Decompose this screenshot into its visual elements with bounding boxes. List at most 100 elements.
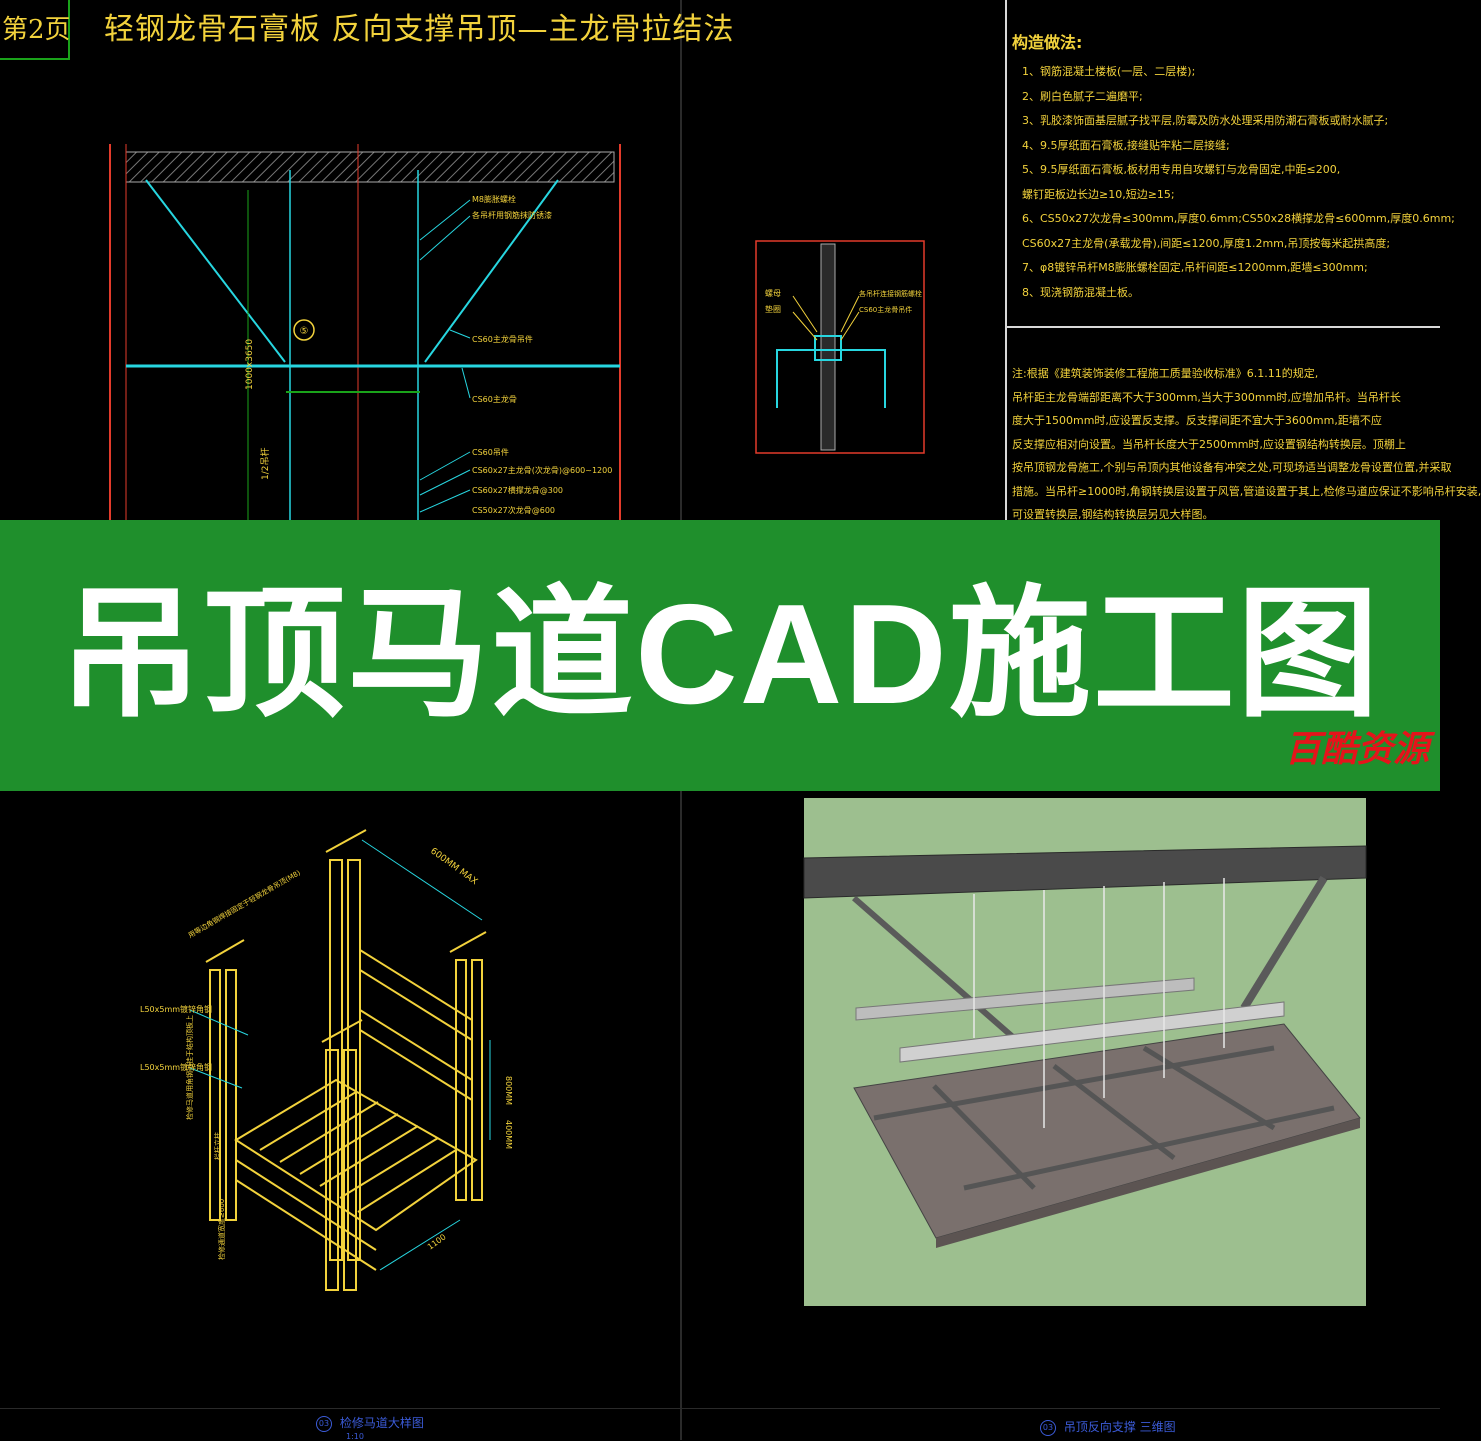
post-back-left bbox=[329, 859, 343, 1261]
section-dim-1: 1000x3650 bbox=[245, 339, 255, 390]
caption-number: 03 bbox=[1040, 1419, 1056, 1436]
caption-scale: 1:10 bbox=[346, 1431, 364, 1441]
code-note-item: 吊杆距主龙骨端部距离不大于300mm,当大于300mm时,应增加吊杆。当吊杆长 bbox=[1012, 390, 1401, 404]
page-tag: 第2页 bbox=[0, 0, 71, 60]
ceiling-board-edge bbox=[936, 1118, 1360, 1248]
walkway-dim-3: 400MM bbox=[504, 1120, 513, 1149]
post-front-right bbox=[325, 1049, 339, 1291]
post-front-right-2 bbox=[343, 1049, 357, 1291]
construction-notes: 构造做法: 1、钢筋混凝土楼板(一层、二层楼); 2、刷白色腻子二遍磨平; 3、… bbox=[1012, 30, 1455, 305]
notes-divider bbox=[1005, 0, 1007, 520]
walkway-diag-label-1: 用等边角钢焊接固定于轻钢龙骨吊顶(M8) bbox=[187, 868, 303, 940]
code-note-item: 按吊顶钢龙骨施工,个别与吊顶内其他设备有冲突之处,可现场适当调整龙骨设置位置,并… bbox=[1012, 461, 1452, 474]
caption-3d: 03 吊顶反向支撑 三维图 bbox=[1040, 1418, 1176, 1436]
brace-right bbox=[424, 179, 559, 363]
main-runner-upper bbox=[855, 977, 1195, 1021]
note-item: CS60x27主龙骨(承载龙骨),间距≤1200,厚度1.2mm,吊顶按每米起拱… bbox=[1022, 236, 1391, 250]
detail-leader-3 bbox=[840, 295, 860, 333]
note-item: 1、钢筋混凝土楼板(一层、二层楼); bbox=[1022, 65, 1196, 78]
section-drawing: ⑤ M8膨胀螺栓 各吊杆用钢筋抹防锈漆 CS60主龙骨吊件 CS60主龙骨 CS… bbox=[109, 144, 621, 525]
title-banner bbox=[0, 520, 1440, 791]
note-item: 7、φ8镀锌吊杆M8膨胀螺栓固定,吊杆间距≤1200mm,距墙≤300mm; bbox=[1022, 261, 1368, 274]
section-label-2: 各吊杆用钢筋抹防锈漆 bbox=[472, 210, 552, 220]
main-runner-lower bbox=[899, 1001, 1285, 1063]
post-front-left-2 bbox=[225, 969, 237, 1221]
post-back-right bbox=[455, 959, 467, 1201]
threaded-rod bbox=[820, 243, 836, 451]
render-illustration bbox=[803, 845, 1367, 1248]
section-label-6: CS60x27主龙骨(次龙骨)@600~1200 bbox=[472, 465, 612, 475]
caption-text: 吊顶反向支撑 三维图 bbox=[1063, 1420, 1176, 1434]
post-front-left bbox=[209, 969, 221, 1221]
dim-line-top bbox=[361, 839, 483, 921]
structural-beam bbox=[803, 845, 1367, 899]
detail-leader-1 bbox=[792, 295, 818, 333]
deck-beams bbox=[235, 1159, 377, 1271]
channel-profile bbox=[776, 349, 886, 408]
watermark: 百酷资源 bbox=[1285, 729, 1430, 770]
walkway-diag-label-2: 检修马道用角钢吊挂于结构顶板上 bbox=[185, 1015, 194, 1120]
section-dim-2: 1/2吊杆 bbox=[259, 448, 271, 481]
code-note-item: 措施。当吊杆≥1000时,角钢转换层设置于风管,管道设置于其上,检修马道应保证不… bbox=[1012, 484, 1481, 498]
rail-back-1 bbox=[359, 949, 473, 1041]
code-note-item: 注:根据《建筑装饰装修工程施工质量验收标准》6.1.11的规定, bbox=[1012, 367, 1319, 380]
concrete-slab bbox=[125, 151, 615, 183]
walkway-dim-1: 600MM MAX bbox=[428, 846, 479, 887]
detail-leader-4 bbox=[840, 311, 860, 341]
detail-bubble-label: ⑤ bbox=[300, 326, 309, 337]
nut-block bbox=[814, 335, 842, 361]
note-item: 螺钉距板边长边≥10,短边≥15; bbox=[1022, 187, 1175, 201]
brace-left bbox=[145, 179, 286, 363]
deck-outline bbox=[234, 1078, 478, 1232]
banner-title: 吊顶马道CAD施工图 bbox=[59, 575, 1381, 734]
note-item: 4、9.5厚纸面石膏板,接缝贴牢粘二层接缝; bbox=[1022, 138, 1230, 152]
note-item: 2、刷白色腻子二遍磨平; bbox=[1022, 89, 1143, 103]
caption-text: 检修马道大样图 bbox=[339, 1416, 424, 1430]
notes-separator bbox=[1005, 326, 1440, 328]
detail-frame bbox=[755, 240, 925, 454]
cross-runner-5 bbox=[963, 1105, 1335, 1191]
note-item: 5、9.5厚纸面石膏板,板材用专用自攻螺钉与龙骨固定,中距≤200, bbox=[1022, 163, 1341, 176]
cross-runner-3 bbox=[1142, 1045, 1276, 1131]
notes-heading: 构造做法: bbox=[1012, 33, 1083, 52]
leader-3 bbox=[449, 329, 471, 339]
walkway-dim-4: 1100 bbox=[426, 1232, 448, 1251]
section-label-8: CS50x27次龙骨@600 bbox=[472, 505, 555, 515]
post-back-left-2 bbox=[347, 859, 361, 1261]
detail-label-bolt: 各吊杆连接钢筋螺栓 bbox=[859, 289, 922, 298]
detail-label-washer: 垫圈 bbox=[765, 304, 781, 314]
note-item: 8、现浇钢筋混凝土板。 bbox=[1022, 285, 1139, 299]
walkway-label-1: L50x5mm镀锌角钢 bbox=[140, 1004, 212, 1014]
section-label-1: M8膨胀螺栓 bbox=[472, 194, 516, 204]
hanger-top-1 bbox=[205, 829, 487, 1043]
leader-1 bbox=[419, 199, 471, 241]
detail-leader-2 bbox=[792, 311, 818, 341]
diag-strut-left bbox=[852, 895, 1016, 1041]
walkway-dim-2: 800MM bbox=[504, 1076, 513, 1105]
dim-line-bottom bbox=[379, 1219, 461, 1271]
section-label-7: CS60x27横撑龙骨@300 bbox=[472, 485, 563, 495]
code-note-item: 度大于1500mm时,应设置反支撑。反支撑间距不宜大于3600mm,距墙不应 bbox=[1012, 414, 1382, 427]
caption-number: 03 bbox=[316, 1415, 332, 1432]
walkway-diag-label-3: 栏杆立柱 bbox=[213, 1132, 222, 1160]
walkway-diag-label-4: 检修通道宽度≥600 bbox=[217, 1199, 226, 1260]
code-note-item: 反支撑应相对向设置。当吊杆长度大于2500mm时,应设置钢结构转换层。顶棚上 bbox=[1012, 437, 1406, 451]
diag-strut-right bbox=[1240, 875, 1328, 1011]
caption-walkway: 03 检修马道大样图 1:10 bbox=[316, 1414, 424, 1441]
rail-back-2 bbox=[359, 1009, 473, 1101]
detail-label-nut: 螺母 bbox=[765, 288, 781, 298]
bottom-rule bbox=[0, 1408, 1440, 1409]
label-leader-1 bbox=[189, 1009, 249, 1036]
leader-7 bbox=[419, 489, 471, 513]
post-back-right-2 bbox=[471, 959, 483, 1201]
section-label-5: CS60吊件 bbox=[472, 447, 509, 457]
deck-slats bbox=[259, 1091, 457, 1213]
ceiling-3d-render bbox=[803, 798, 1367, 1306]
leader-2 bbox=[419, 215, 471, 261]
leader-6 bbox=[419, 469, 471, 496]
leader-5 bbox=[419, 451, 471, 481]
code-notes: 注:根据《建筑装饰装修工程施工质量验收标准》6.1.11的规定, 吊杆距主龙骨端… bbox=[1012, 362, 1481, 527]
section-label-3: CS60主龙骨吊件 bbox=[472, 334, 533, 344]
note-item: 6、CS50x27次龙骨≤300mm,厚度0.6mm;CS50x28横撑龙骨≤6… bbox=[1022, 212, 1455, 225]
drawing-title: 轻钢龙骨石膏板 反向支撑吊顶—主龙骨拉结法 bbox=[104, 12, 735, 47]
